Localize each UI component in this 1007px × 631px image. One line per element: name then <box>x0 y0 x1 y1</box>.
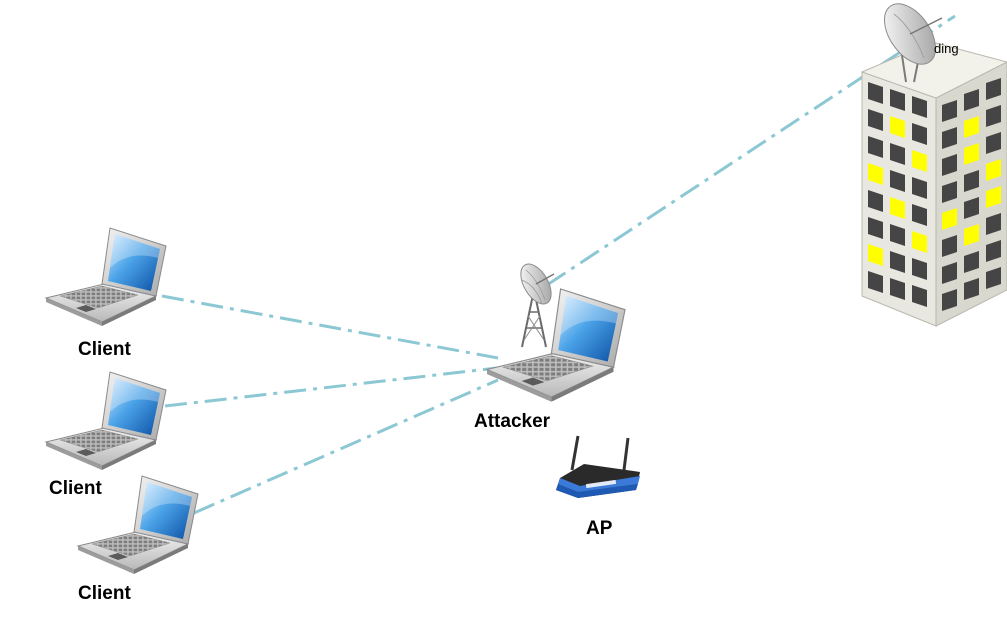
client-laptop-1 <box>45 227 167 327</box>
building-window <box>912 258 927 280</box>
building-window <box>986 159 1001 181</box>
building-window <box>890 251 905 273</box>
building-window <box>868 109 883 131</box>
building-window <box>912 177 927 199</box>
building-window <box>964 89 979 111</box>
link-client2-attacker <box>164 366 498 408</box>
link-client3-attacker <box>193 378 499 515</box>
building-window <box>912 285 927 307</box>
building-window <box>890 170 905 192</box>
building-window <box>942 100 957 122</box>
building-window <box>912 150 927 172</box>
client-label-2: Client <box>49 478 102 499</box>
building-window <box>986 78 1001 100</box>
building-window <box>890 278 905 300</box>
building-window <box>964 170 979 192</box>
attacker-label: Attacker <box>474 411 551 432</box>
building-window <box>964 224 979 246</box>
building-window <box>890 143 905 165</box>
building-window <box>890 89 905 111</box>
building-window <box>868 271 883 293</box>
ap-label: AP <box>586 518 613 539</box>
building-window <box>912 204 927 226</box>
building-window <box>942 208 957 230</box>
building-window <box>912 123 927 145</box>
building-window <box>942 235 957 257</box>
building-window <box>868 217 883 239</box>
building-window <box>890 116 905 138</box>
building-window <box>964 278 979 300</box>
building-window <box>868 82 883 104</box>
attacker-dish-icon <box>513 257 559 348</box>
building-window <box>986 213 1001 235</box>
building-window <box>964 251 979 273</box>
client-laptop-2 <box>45 371 167 471</box>
building-window <box>912 96 927 118</box>
building-window <box>868 190 883 212</box>
client-label-3: Client <box>78 583 131 604</box>
client-label-1: Client <box>78 339 131 360</box>
building-window <box>986 240 1001 262</box>
building-window <box>942 262 957 284</box>
router-icon <box>556 435 640 498</box>
building-window <box>912 231 927 253</box>
building-window <box>868 136 883 158</box>
building-window <box>964 197 979 219</box>
building-icon <box>860 3 1007 327</box>
attacker-laptop <box>486 288 626 403</box>
building-window <box>964 143 979 165</box>
building-window <box>986 105 1001 127</box>
building-window <box>890 224 905 246</box>
building-window <box>890 197 905 219</box>
link-client1-attacker <box>161 294 499 360</box>
building-window <box>986 132 1001 154</box>
building-window <box>942 154 957 176</box>
connection-lines <box>161 14 956 515</box>
building-window <box>986 186 1001 208</box>
building-label: ding <box>934 41 959 56</box>
building-window <box>868 163 883 185</box>
building-window <box>942 181 957 203</box>
building-window <box>942 289 957 311</box>
building-window <box>868 244 883 266</box>
building-window <box>942 127 957 149</box>
building-window <box>986 267 1001 289</box>
building-window <box>964 116 979 138</box>
